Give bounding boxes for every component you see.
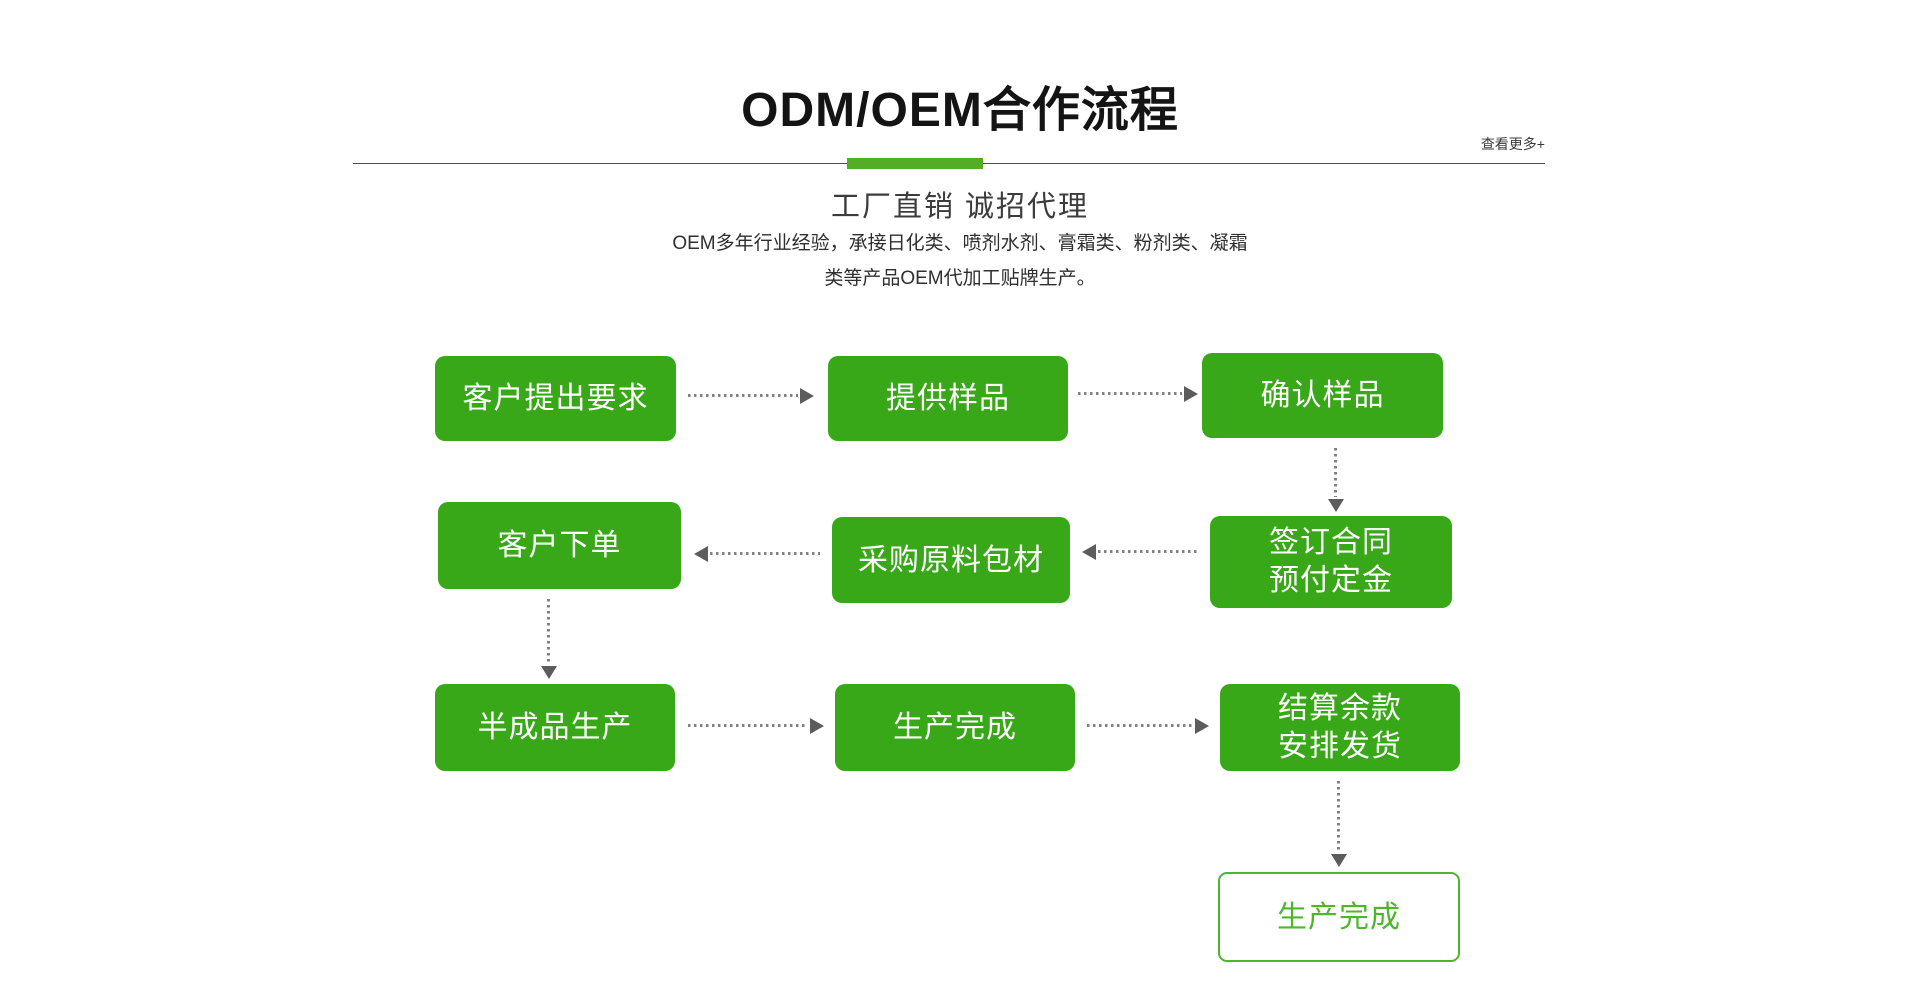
section-description-line1: OEM多年行业经验，承接日化类、喷剂水剂、膏霜类、粉剂类、凝霜 — [672, 233, 1248, 254]
dotted-line — [1334, 448, 1337, 497]
arrowhead — [1184, 386, 1198, 402]
flow-node-label: 生产完成 — [893, 711, 1017, 744]
flow-node-customer-order: 客户下单 — [438, 502, 681, 589]
arrow-right-icon — [1078, 386, 1198, 402]
arrowhead — [1328, 499, 1344, 512]
flow-node-label: 客户下单 — [497, 529, 622, 562]
flow-node-semi-finished-production: 半成品生产 — [435, 684, 675, 771]
dotted-line — [1078, 392, 1182, 395]
flow-node-label: 确认样品 — [1260, 379, 1385, 412]
flow-node-label: 生产完成 — [1277, 900, 1401, 934]
flow-node-customer-request: 客户提出要求 — [435, 356, 676, 441]
flow-node-confirm-sample: 确认样品 — [1202, 353, 1443, 438]
dotted-line — [1087, 724, 1193, 727]
arrow-down-icon — [541, 599, 557, 679]
dotted-line — [688, 394, 798, 397]
dotted-line — [547, 599, 550, 664]
section-description-line2: 类等产品OEM代加工贴牌生产。 — [824, 268, 1096, 289]
section-subtitle: 工厂直销 诚招代理 — [830, 191, 1090, 223]
flow-node-label-line1: 结算余款 — [1278, 691, 1402, 725]
arrow-down-icon — [1328, 448, 1344, 512]
dotted-line — [710, 552, 820, 555]
arrow-right-icon — [688, 718, 824, 734]
flow-node-production-complete-final: 生产完成 — [1218, 872, 1460, 962]
arrowhead — [810, 718, 824, 734]
arrow-right-icon — [688, 388, 814, 404]
flow-node-label: 提供样品 — [886, 382, 1010, 415]
dotted-line — [1098, 550, 1198, 553]
arrow-left-icon — [1082, 544, 1198, 560]
title-accent-bar — [847, 158, 983, 169]
arrowhead — [1195, 718, 1209, 734]
flow-node-label: 采购原料包材 — [858, 543, 1044, 577]
flow-node-label: 客户提出要求 — [462, 382, 649, 415]
flow-node-label-line1: 签订合同 — [1269, 526, 1393, 559]
arrow-down-icon — [1331, 781, 1347, 867]
flow-node-label-line2: 预付定金 — [1269, 564, 1393, 597]
arrowhead — [694, 546, 708, 562]
flow-node-provide-sample: 提供样品 — [828, 356, 1068, 441]
flow-node-label: 半成品生产 — [477, 711, 633, 744]
arrowhead — [541, 666, 557, 679]
dotted-line — [1337, 781, 1340, 852]
arrow-right-icon — [1087, 718, 1209, 734]
flow-node-label-line2: 安排发货 — [1278, 729, 1402, 763]
flow-node-production-complete: 生产完成 — [835, 684, 1075, 771]
arrowhead — [800, 388, 814, 404]
flow-node-sign-contract: 签订合同 预付定金 — [1210, 516, 1452, 608]
page-title: ODM/OEM合作流程 — [741, 84, 1179, 137]
view-more-link[interactable]: 查看更多+ — [1480, 136, 1545, 152]
arrowhead — [1331, 854, 1347, 867]
flow-node-purchase-materials: 采购原料包材 — [832, 517, 1070, 603]
arrow-left-icon — [694, 546, 820, 562]
arrowhead — [1082, 544, 1096, 560]
dotted-line — [688, 724, 808, 727]
flow-node-settle-balance-ship: 结算余款 安排发货 — [1220, 684, 1460, 771]
